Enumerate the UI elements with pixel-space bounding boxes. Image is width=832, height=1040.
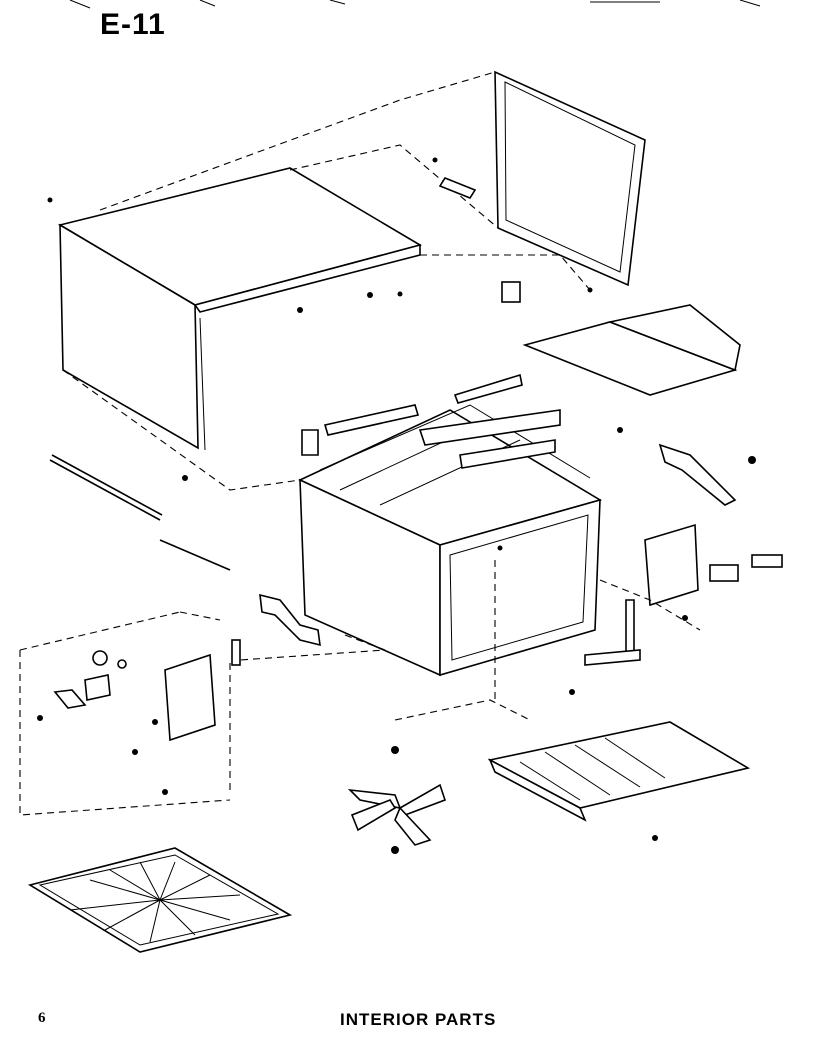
stirrer-fan-blade <box>347 746 447 854</box>
shelf-support <box>584 599 641 666</box>
oven-cavity <box>298 404 603 677</box>
small-components <box>49 177 523 647</box>
diagram-title: E-11 <box>100 8 166 41</box>
glass-tray <box>27 847 293 953</box>
page-number: 6 <box>38 1010 46 1026</box>
outer-cabinet-wrap <box>57 167 423 451</box>
waveguide-cover <box>522 304 741 396</box>
control-panel-bracket-assembly <box>37 639 241 795</box>
screws-and-fasteners <box>47 157 756 841</box>
section-caption: INTERIOR PARTS <box>340 1010 497 1029</box>
door-hinge-bracket <box>644 443 783 607</box>
cabinet-back-panel <box>494 70 646 287</box>
cavity-bottom-tray <box>487 721 751 822</box>
